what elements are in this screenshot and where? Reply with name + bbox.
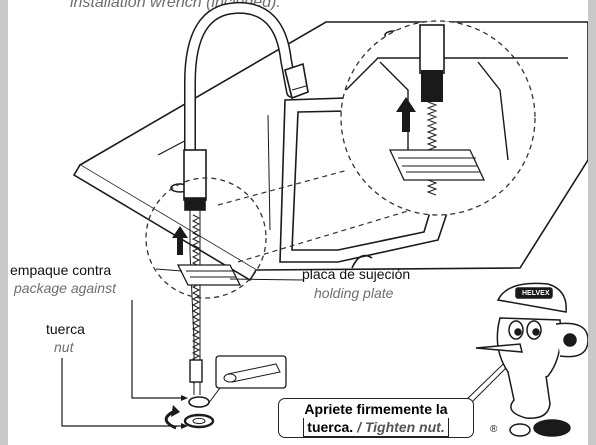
arrow-up-large-icon: [396, 97, 416, 132]
label-nut-en: nut: [54, 339, 74, 355]
faucet-illustration: [183, 1, 309, 395]
detail-circle-small: [145, 177, 267, 299]
leader-nut: [61, 358, 184, 427]
callout-line1: Apriete firmemente la: [304, 401, 448, 417]
detail-circle-large: [340, 20, 568, 216]
tighten-nut-callout: Apriete firmemente la tuerca. / Tighten …: [278, 398, 474, 438]
label-gasket-en: package against: [14, 280, 116, 296]
arrow-up-small-icon: [172, 226, 188, 255]
leader-plate: [229, 278, 305, 281]
gasket-ring: [188, 396, 210, 408]
leader-gasket-lower: [131, 300, 184, 399]
faucet-installation-art: [61, 1, 588, 437]
label-nut-es: tuerca: [46, 321, 85, 337]
rotate-arrow-icon: [164, 410, 177, 430]
helvex-mascot-illustration: [475, 282, 588, 437]
leader-gasket: [155, 268, 183, 272]
hose-illustration: [191, 214, 201, 384]
label-plate-es: placa de sujeción: [302, 266, 411, 282]
projection-lines: [217, 169, 429, 263]
label-plate-en: holding plate: [314, 285, 394, 301]
top-caption: installation wrench (included).: [70, 0, 281, 11]
mascot-cap-text: HELVEX: [522, 290, 550, 297]
registered-mark: ®: [490, 424, 498, 435]
diagram-panel: installation wrench (included).: [8, 0, 588, 445]
callout-line2: tuerca. / Tighten nut.: [303, 418, 449, 437]
hose-fitting: [189, 359, 203, 383]
label-gasket-es: empaque contra: [10, 262, 112, 278]
wrench-illustration: [207, 355, 287, 405]
holding-plate-small: [176, 264, 242, 286]
